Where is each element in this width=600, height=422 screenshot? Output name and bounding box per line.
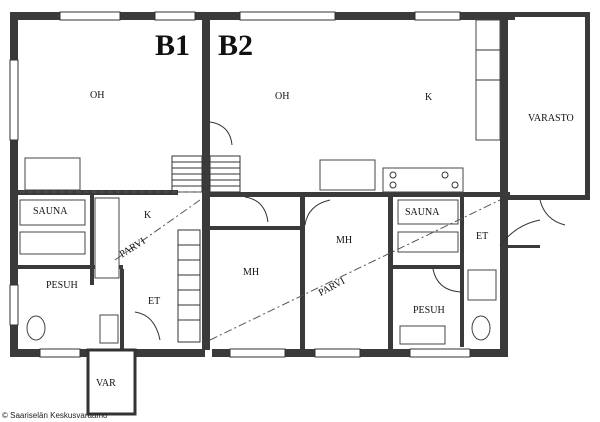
room-label-mh-right: MH	[336, 235, 352, 246]
var-room	[86, 348, 137, 416]
stairs	[171, 155, 241, 343]
unit-label-b2: B2	[218, 29, 253, 62]
room-label-oh-b1: OH	[90, 90, 104, 101]
room-label-pesuh-b1: PESUH	[46, 280, 78, 291]
labels: B1 B2 OH OH K VARASTO SAUNA K PARVI PESU…	[2, 29, 574, 420]
room-label-sauna-b2: SAUNA	[405, 207, 440, 218]
room-label-et-b2: ET	[476, 231, 488, 242]
room-label-sauna-b1: SAUNA	[33, 206, 68, 217]
parvi-lines	[20, 191, 501, 341]
room-label-oh-b2: OH	[275, 91, 289, 102]
unit-label-b1: B1	[155, 29, 190, 62]
room-label-parvi-b1: PARVI	[118, 236, 148, 260]
interior-walls	[18, 20, 590, 352]
bathroom-fixtures	[26, 269, 497, 345]
windows	[9, 11, 471, 358]
room-label-var: VAR	[96, 378, 116, 389]
room-label-k-b1: K	[144, 210, 152, 221]
room-label-varasto: VARASTO	[528, 113, 574, 124]
room-label-k-b2: K	[425, 92, 433, 103]
kitchen-fixtures	[19, 19, 501, 279]
room-label-pesuh-b2: PESUH	[413, 305, 445, 316]
room-label-parvi-b2: PARVI	[317, 276, 347, 299]
room-label-et-b1: ET	[148, 296, 160, 307]
credit-text: © Saariselän Keskusvaraamo	[2, 411, 108, 420]
room-label-mh-left: MH	[243, 267, 259, 278]
doors	[134, 121, 566, 341]
